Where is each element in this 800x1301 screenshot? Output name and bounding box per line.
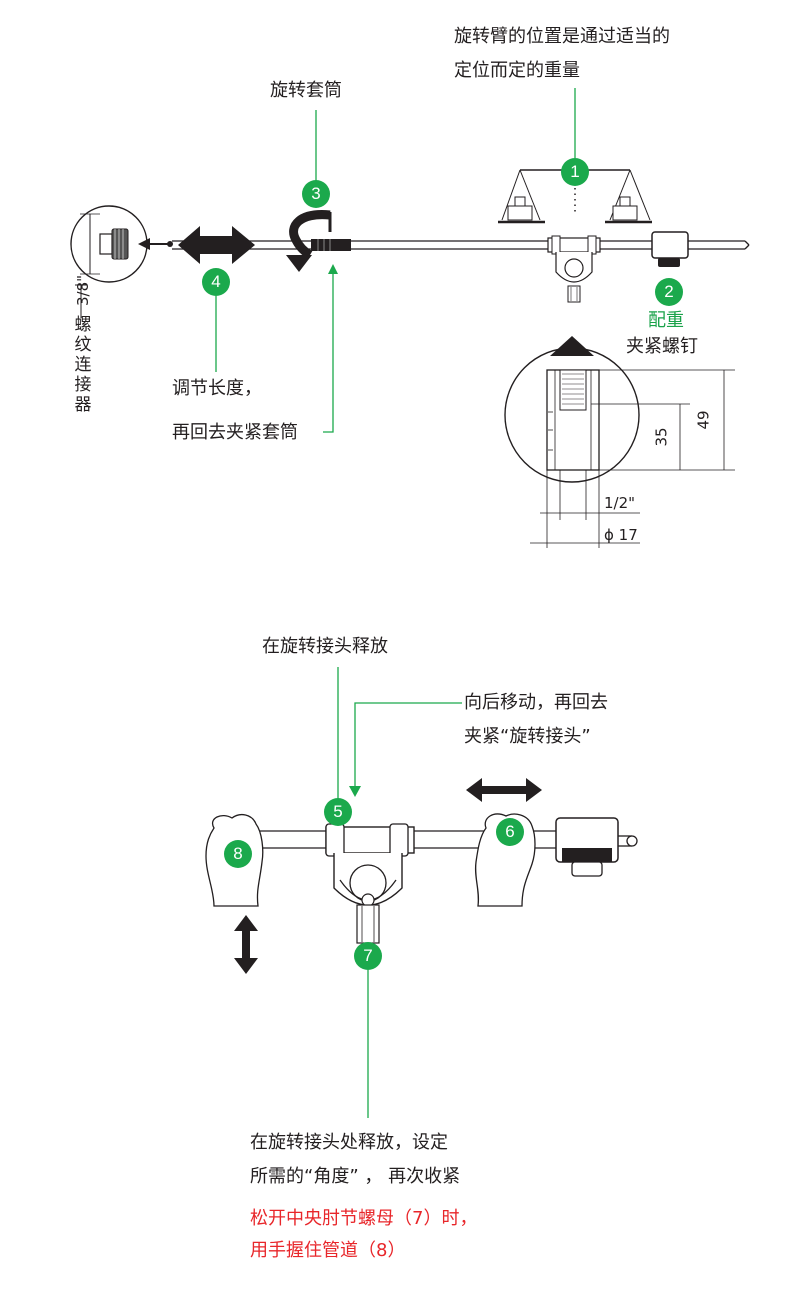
vertical-move-arrow-icon <box>234 915 258 974</box>
dimension-phi17: ϕ 17 <box>604 526 638 544</box>
thread-char-3: 连 <box>74 355 92 375</box>
release-swivel-joint-label: 在旋转接头释放 <box>262 636 388 657</box>
callout-8: 8 <box>224 840 252 868</box>
adjust-length-line2: 再回去夹紧套筒 <box>172 422 298 443</box>
release-set-angle-line2: 所需的“角度” ， 再次收紧 <box>250 1166 461 1187</box>
callout-4: 4 <box>202 268 230 296</box>
thread-connector-label: 3/8" 螺 纹 连 接 器 <box>72 274 94 415</box>
swivel-joint-bottom <box>325 823 415 944</box>
callout-5: 5 <box>324 798 352 826</box>
clamp-screw-label: 夹紧螺钉 <box>626 336 698 357</box>
dimension-49: 49 <box>694 410 713 430</box>
thread-char-1: 螺 <box>74 315 92 335</box>
callout-2: 2 <box>655 278 683 306</box>
warning-line2: 用手握住管道（8） <box>250 1240 406 1261</box>
warning-line1: 松开中央肘节螺母（7）时， <box>250 1208 478 1229</box>
thread-connector-detail <box>70 205 148 318</box>
swivel-arm-position-line2: 定位而定的重量 <box>454 60 580 81</box>
counterweight-block <box>651 231 689 267</box>
main-rod <box>172 240 750 250</box>
cross-section-detail <box>504 336 735 548</box>
thread-char-2: 纹 <box>74 335 92 355</box>
callout-1: 1 <box>561 158 589 186</box>
adjust-length-arrow-icon <box>178 226 255 264</box>
swivel-arm-position-line1: 旋转臂的位置是通过适当的 <box>454 26 670 47</box>
counterweight-label: 配重 <box>648 310 684 331</box>
callout-6: 6 <box>496 818 524 846</box>
thread-size: 3/8" <box>74 274 92 306</box>
callout-7: 7 <box>354 942 382 970</box>
move-back-arrow-icon <box>466 778 542 802</box>
rotating-sleeve-label: 旋转套筒 <box>270 80 342 101</box>
release-set-angle-line1: 在旋转接头处释放，设定 <box>250 1132 448 1153</box>
adjust-length-line1: 调节长度， <box>172 378 262 399</box>
move-back-line2: 夹紧“旋转接头” <box>464 726 591 747</box>
swivel-joint <box>547 235 601 303</box>
thread-char-5: 器 <box>74 395 92 415</box>
balance-scale-icon <box>498 169 652 224</box>
callout-3: 3 <box>302 180 330 208</box>
move-back-line1: 向后移动，再回去 <box>464 692 608 713</box>
thread-char-4: 接 <box>74 375 92 395</box>
dimension-half-inch: 1/2" <box>604 494 636 512</box>
dimension-35: 35 <box>652 427 671 447</box>
counterweight-bottom <box>555 817 638 877</box>
rotation-arrow-icon <box>286 210 332 272</box>
